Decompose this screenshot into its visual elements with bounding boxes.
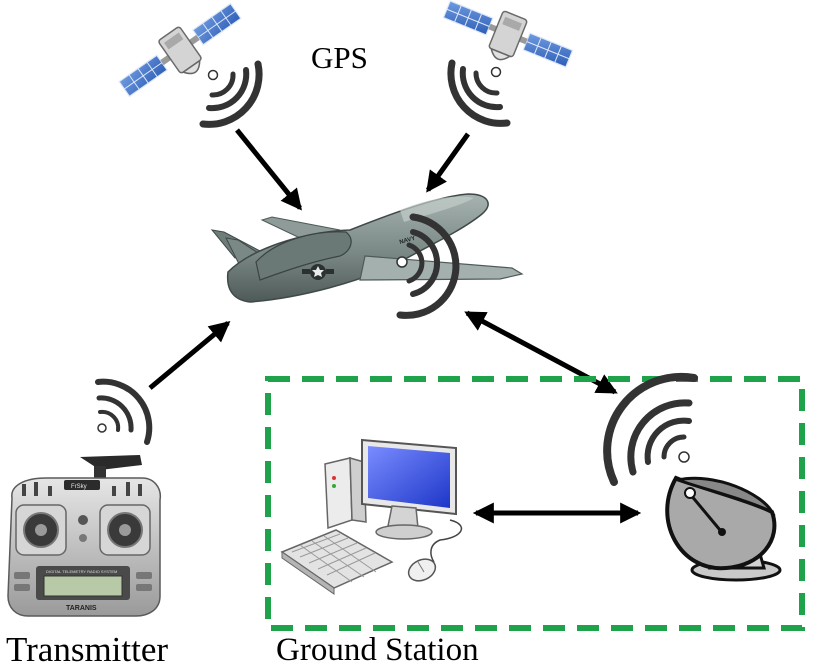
- satellite-dish-icon: [665, 475, 782, 582]
- signal-waves-icon: [603, 372, 698, 486]
- drone-marking: NAVY: [399, 236, 416, 246]
- ground-station-label: Ground Station: [276, 632, 479, 668]
- arrow-right-gps-to-drone: [425, 132, 471, 193]
- signal-waves-icon: [95, 378, 153, 445]
- arrow-transmitter-to-drone: [148, 320, 231, 390]
- transmitter-screen-caption: DIGITAL TELEMETRY RADIO SYSTEM: [46, 569, 117, 574]
- computer-icon: [280, 438, 463, 595]
- satellite-icon: [118, 2, 242, 98]
- transmitter-model: TARANIS: [66, 605, 97, 612]
- uav-icon: NAVY: [210, 193, 524, 303]
- ground-station-box: [265, 376, 805, 631]
- signal-waves-icon: [199, 60, 263, 128]
- arrow-left-gps-to-drone: [235, 128, 302, 211]
- transmitter-label: Transmitter: [6, 630, 169, 669]
- satellite-icon: [442, 0, 574, 68]
- transmitter-brand: FrSky: [71, 484, 87, 490]
- rc-transmitter-icon: FrSky DIGITAL TELEMETRY RADIO SYSTEM TAR…: [7, 455, 162, 617]
- gps-label: GPS: [311, 40, 368, 75]
- signal-waves-icon: [396, 213, 460, 319]
- signal-waves-icon: [447, 59, 511, 127]
